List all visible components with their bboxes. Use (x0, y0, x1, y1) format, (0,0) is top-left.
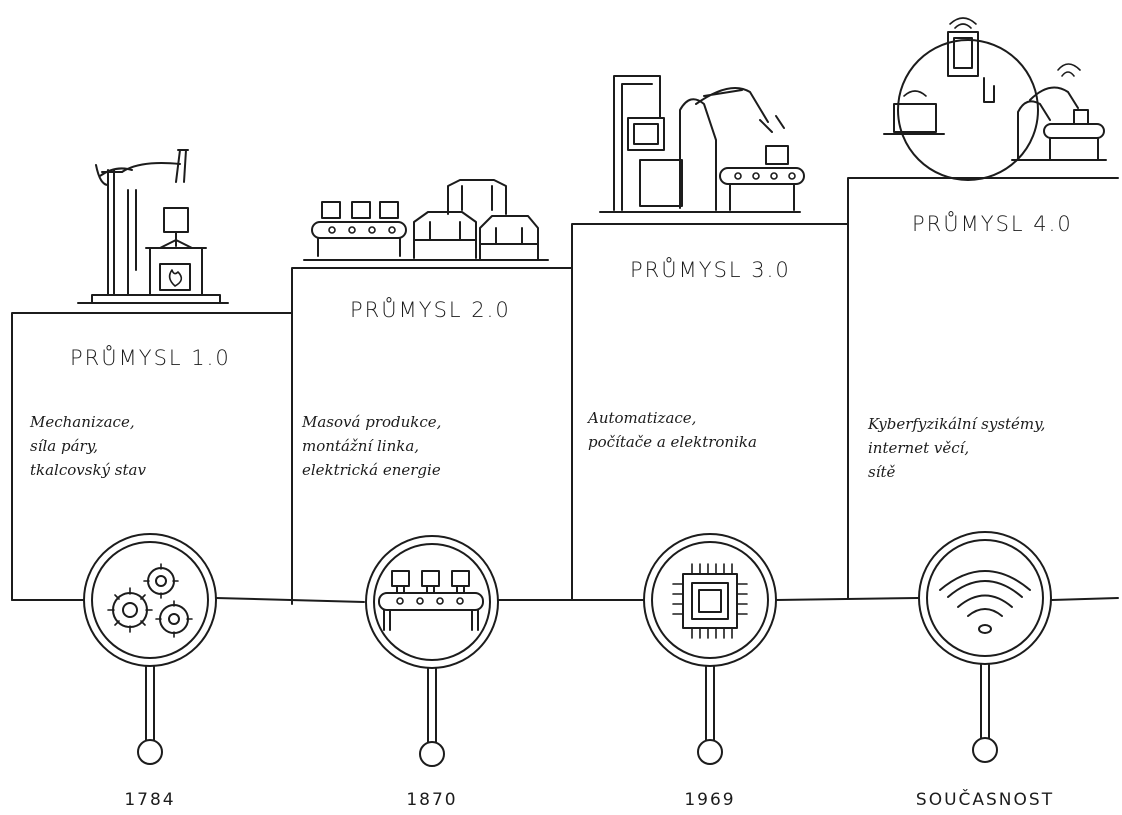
era-title-2: PRŮMYSL 2.0 (350, 298, 511, 322)
era-description-line: síla páry, (30, 437, 98, 455)
era-year-4: SOUČASNOST (915, 790, 1055, 810)
era-description-line: sítě (868, 463, 896, 481)
era-description-line: montážní linka, (302, 437, 420, 455)
era-description-line: tkalcovský stav (30, 461, 146, 479)
assembly-line-cars-illustration (303, 179, 549, 261)
era-node-1 (83, 533, 217, 765)
era-description-line: elektrická energie (302, 461, 441, 479)
wifi-icon (939, 570, 1031, 634)
era-description-line: Kyberfyzikální systémy, (868, 415, 1046, 433)
microchip-icon (672, 563, 748, 639)
timeline-baseline (11, 597, 1119, 603)
era-description-1: Mechanizace, síla páry, tkalcovský stav (30, 410, 270, 482)
era-year-1: 1784 (124, 790, 176, 810)
connected-devices-illustration (883, 17, 1107, 181)
steam-engine-illustration (77, 149, 229, 304)
era-node-3 (643, 533, 777, 765)
era-description-line: internet věcí, (868, 439, 970, 457)
era-description-line: Masová produkce, (302, 413, 442, 431)
robot-arm-computers-illustration (599, 75, 805, 213)
era-description-line: Mechanizace, (30, 413, 135, 431)
era-year-3: 1969 (684, 790, 736, 810)
era-description-2: Masová produkce, montážní linka, elektri… (302, 410, 542, 482)
gears-icon (107, 563, 193, 638)
assembly-line-icon (378, 570, 484, 631)
era-description-3: Automatizace, počítače a elektronika (588, 406, 828, 454)
era-title-1: PRŮMYSL 1.0 (70, 346, 231, 370)
era-year-2: 1870 (406, 790, 458, 810)
era-node-4 (918, 531, 1052, 763)
era-description-line: Automatizace, (588, 409, 697, 427)
era-node-2 (365, 535, 499, 767)
era-title-3: PRŮMYSL 3.0 (630, 258, 791, 282)
era-description-4: Kyberfyzikální systémy, internet věcí, s… (868, 412, 1108, 484)
era-title-4: PRŮMYSL 4.0 (912, 212, 1073, 236)
era-description-line: počítače a elektronika (588, 433, 757, 451)
